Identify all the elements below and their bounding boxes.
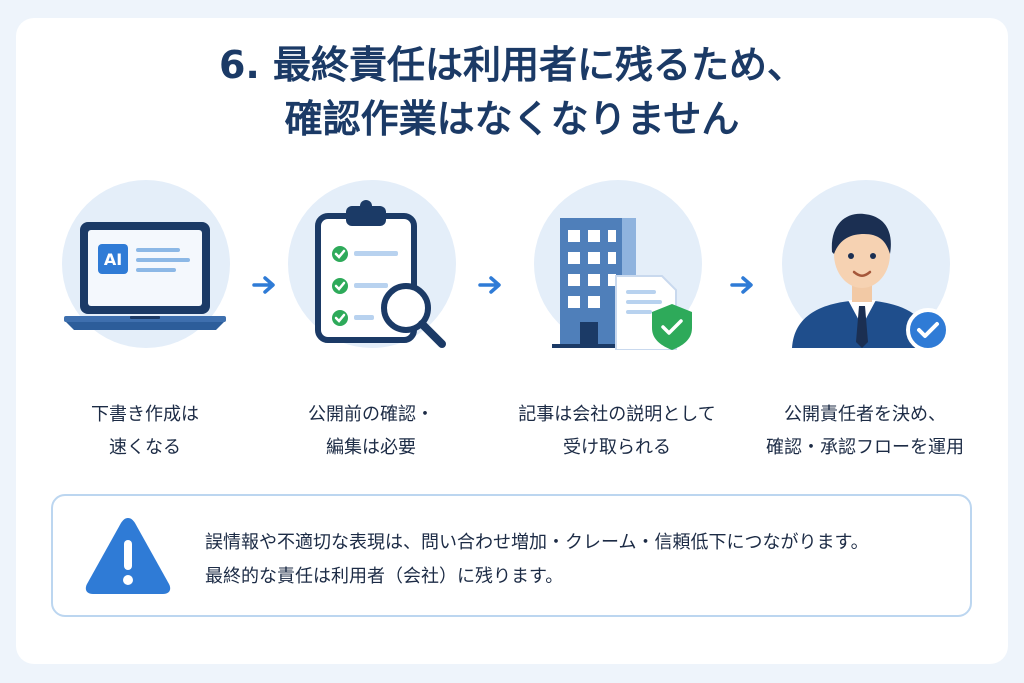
- step-caption: 公開責任者を決め、 確認・承認フローを運用: [766, 404, 964, 458]
- step-caption: 記事は会社の説明として 受け取られる: [518, 404, 716, 458]
- notice-line-1: 誤情報や不適切な表現は、問い合わせ増加・クレーム・信頼低下につながります。: [205, 532, 869, 553]
- title-line-2: 確認作業はなくなりません: [284, 97, 740, 141]
- step-caption: 公開前の確認・ 編集は必要: [308, 404, 434, 458]
- arrow-right-icon: [252, 276, 275, 294]
- clipboard-magnifier-icon: [315, 200, 446, 348]
- notice-text: 誤情報や不適切な表現は、問い合わせ増加・クレーム・信頼低下につながります。 最終…: [205, 526, 869, 594]
- warning-icon: [85, 518, 171, 594]
- step-caption: 下書き作成は 速くなる: [91, 404, 199, 458]
- svg-text:AI: AI: [104, 250, 122, 269]
- arrow-right-icon: [730, 276, 753, 294]
- warning-notice: 誤情報や不適切な表現は、問い合わせ増加・クレーム・信頼低下につながります。 最終…: [51, 494, 972, 617]
- laptop-ai-icon: AI: [64, 222, 226, 330]
- building-document-shield-icon: [552, 218, 692, 350]
- person-check-icon: [792, 213, 950, 350]
- page-title: 6. 最終責任は利用者に残るため、 確認作業はなくなりません: [0, 38, 1024, 146]
- title-line-1: 6. 最終責任は利用者に残るため、: [218, 43, 806, 87]
- arrow-right-icon: [478, 276, 501, 294]
- notice-line-2: 最終的な責任は利用者（会社）に残ります。: [205, 566, 564, 587]
